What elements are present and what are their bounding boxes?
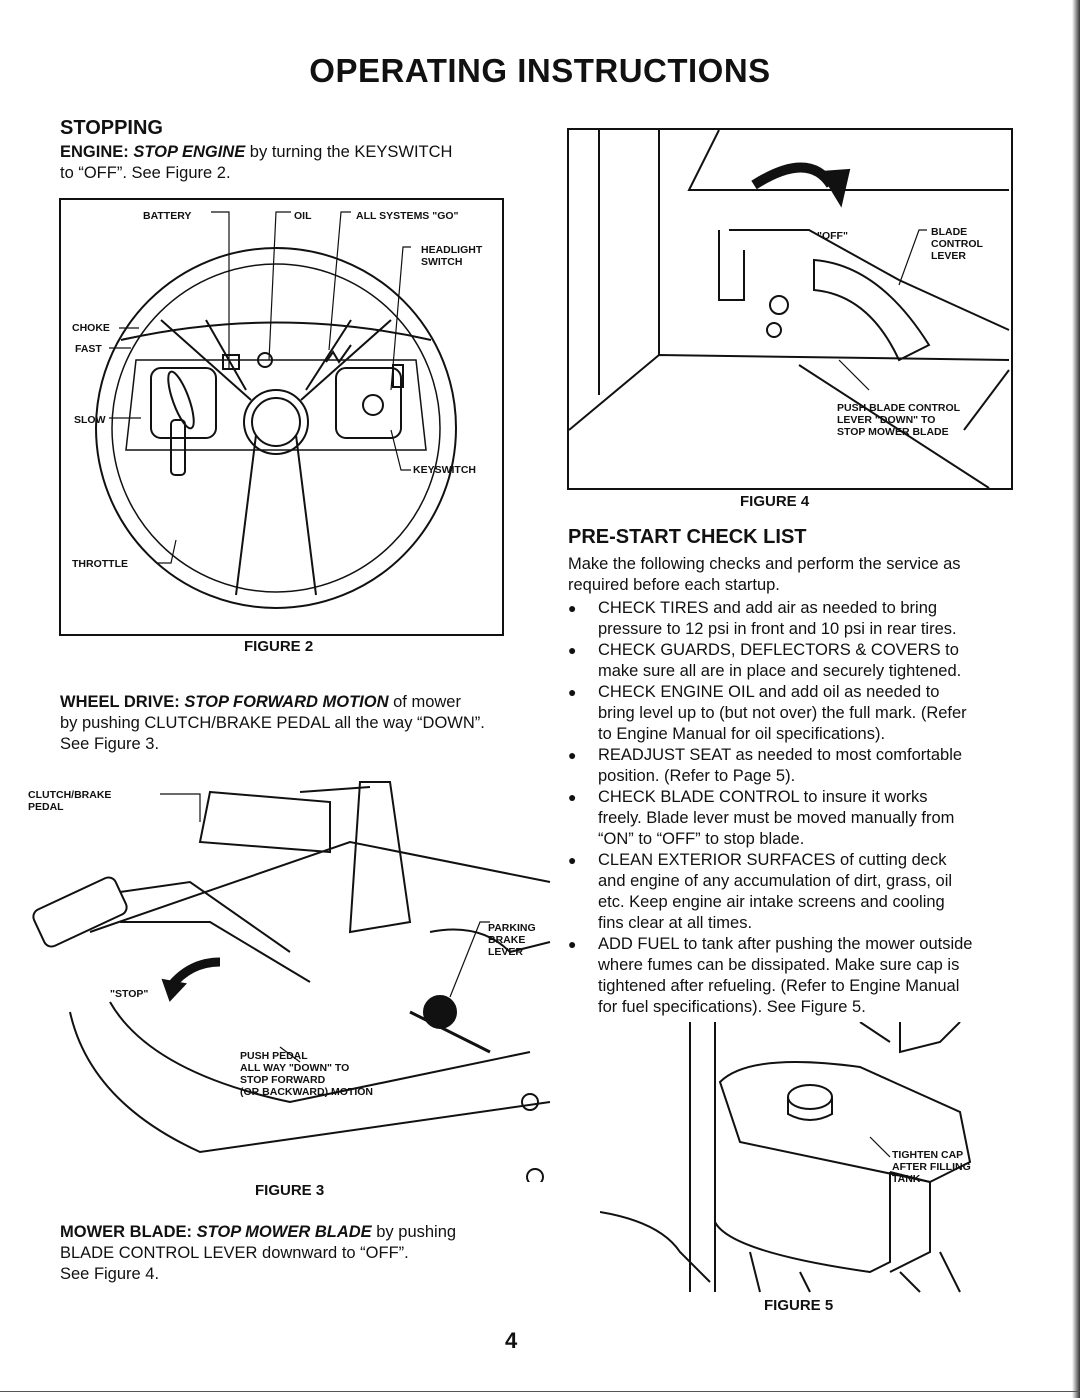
- mower-blade-text-line3: See Figure 4.: [60, 1265, 160, 1283]
- parking-brake-lever-label: PARKING BRAKE LEVER: [488, 922, 536, 958]
- steering-wheel-illustration: [95, 211, 457, 609]
- engine-text-line2: to “OFF”. See Figure 2.: [60, 164, 231, 182]
- engine-label: ENGINE:: [60, 143, 129, 161]
- headlight-label-line2: SWITCH: [421, 256, 463, 268]
- push-pedal-line2: ALL WAY "DOWN" TO: [240, 1062, 350, 1074]
- tighten-cap-line3: TANK: [892, 1173, 921, 1185]
- mower-blade-text-line1: by pushing: [371, 1223, 457, 1241]
- clutch-label-line2: PEDAL: [28, 801, 64, 813]
- wheel-drive-text-line2: by pushing CLUTCH/BRAKE PEDAL all the wa…: [60, 714, 485, 732]
- push-pedal-line1: PUSH PEDAL: [240, 1050, 308, 1062]
- figure-4-caption: FIGURE 4: [740, 493, 810, 510]
- clutch-label-line1: CLUTCH/BRAKE: [28, 789, 112, 801]
- push-blade-line2: LEVER "DOWN" TO: [837, 414, 936, 426]
- prestart-intro: Make the following checks and perform th…: [568, 554, 1008, 596]
- wheel-drive-text-line3: See Figure 3.: [60, 735, 160, 753]
- choke-label: CHOKE: [72, 322, 110, 334]
- push-blade-line3: STOP MOWER BLADE: [837, 426, 949, 438]
- mower-blade-text-line2: BLADE CONTROL LEVER downward to “OFF”.: [60, 1244, 409, 1262]
- blade-lever-line2: CONTROL: [931, 238, 983, 250]
- figure-3-illustration: CLUTCH/BRAKE PEDAL PARKING BRAKE LEVER "…: [28, 772, 560, 1182]
- prestart-intro-line2: required before each startup.: [568, 576, 780, 594]
- bullet-icon: ●: [568, 852, 577, 868]
- bullet-icon: ●: [568, 747, 577, 763]
- figure-2-frame: BATTERY OIL ALL SYSTEMS "GO" HEADLIGHT S…: [59, 198, 504, 636]
- list-item: ● CLEAN EXTERIOR SURFACES of cutting dec…: [568, 851, 953, 932]
- bottom-rule: [0, 1391, 1080, 1392]
- list-item: ● CHECK TIRES and add air as needed to b…: [568, 599, 957, 638]
- page-number: 4: [505, 1328, 518, 1353]
- list-item: ● ADD FUEL to tank after pushing the mow…: [568, 935, 973, 1016]
- headlight-switch-label: HEADLIGHT SWITCH: [421, 244, 482, 268]
- headlight-label-line1: HEADLIGHT: [421, 244, 483, 256]
- stopping-heading: STOPPING: [60, 117, 163, 139]
- bullet-icon: ●: [568, 936, 577, 952]
- figure-2-caption: FIGURE 2: [244, 638, 314, 655]
- push-pedal-label: PUSH PEDAL ALL WAY "DOWN" TO STOP FORWAR…: [240, 1050, 373, 1098]
- off-label: "OFF": [817, 230, 848, 242]
- prestart-heading: PRE-START CHECK LIST: [568, 526, 807, 548]
- tighten-cap-line1: TIGHTEN CAP: [892, 1149, 964, 1161]
- push-pedal-line4: (OR BACKWARD) MOTION: [240, 1086, 373, 1098]
- clutch-brake-pedal-label: CLUTCH/BRAKE PEDAL: [28, 789, 111, 813]
- wheel-drive-label: WHEEL DRIVE:: [60, 693, 180, 711]
- mower-blade-label: MOWER BLADE:: [60, 1223, 192, 1241]
- figure-4-frame: "OFF" BLADE CONTROL LEVER PUSH BLADE CON…: [567, 128, 1013, 490]
- engine-text-line1: by turning the KEYSWITCH: [245, 143, 453, 161]
- fast-label: FAST: [75, 343, 102, 355]
- parking-label-line2: BRAKE: [488, 934, 526, 946]
- blade-control-lever-label: BLADE CONTROL LEVER: [931, 226, 983, 262]
- push-blade-line1: PUSH BLADE CONTROL: [837, 402, 961, 414]
- mower-blade-paragraph: MOWER BLADE: STOP MOWER BLADE by pushing…: [60, 1222, 530, 1285]
- bullet-icon: ●: [568, 642, 577, 658]
- list-item: ● READJUST SEAT as needed to most comfor…: [568, 746, 963, 785]
- figure-5-illustration: TIGHTEN CAP AFTER FILLING TANK: [600, 1022, 1000, 1294]
- blade-lever-line3: LEVER: [931, 250, 967, 262]
- push-pedal-line3: STOP FORWARD: [240, 1074, 326, 1086]
- prestart-intro-line1: Make the following checks and perform th…: [568, 555, 961, 573]
- slow-label: SLOW: [74, 414, 106, 426]
- tighten-cap-line2: AFTER FILLING: [892, 1161, 971, 1173]
- bullet-icon: ●: [568, 789, 577, 805]
- engine-emphasis: STOP ENGINE: [133, 143, 246, 161]
- oil-label: OIL: [294, 210, 312, 222]
- list-item: ● CHECK BLADE CONTROL to insure it works…: [568, 788, 955, 848]
- parking-label-line1: PARKING: [488, 922, 536, 934]
- blade-control-lever-illustration: [569, 130, 1010, 488]
- wheel-drive-emphasis: STOP FORWARD MOTION: [184, 693, 389, 711]
- blade-lever-line1: BLADE: [931, 226, 968, 238]
- clutch-brake-drawing: [32, 781, 551, 1182]
- page-edge-shadow: [1072, 0, 1080, 1398]
- bullet-icon: ●: [568, 600, 577, 616]
- engine-paragraph: ENGINE: STOP ENGINE by turning the KEYSW…: [60, 142, 500, 184]
- figure-3-caption: FIGURE 3: [255, 1182, 325, 1199]
- wheel-drive-paragraph: WHEEL DRIVE: STOP FORWARD MOTION of mowe…: [60, 692, 530, 755]
- bullet-icon: ●: [568, 684, 577, 700]
- parking-label-line3: LEVER: [488, 946, 524, 958]
- wheel-drive-text-line1: of mower: [388, 693, 461, 711]
- throttle-label: THROTTLE: [72, 558, 128, 570]
- all-systems-go-label: ALL SYSTEMS "GO": [356, 210, 459, 222]
- stop-label: "STOP": [110, 988, 149, 1000]
- tighten-cap-label: TIGHTEN CAP AFTER FILLING TANK: [892, 1149, 971, 1185]
- list-item: ● CHECK GUARDS, DEFLECTORS & COVERS to m…: [568, 641, 962, 680]
- prestart-checklist: ● CHECK TIRES and add air as needed to b…: [568, 598, 1018, 1018]
- list-item: ● CHECK ENGINE OIL and add oil as needed…: [568, 683, 967, 743]
- page-title: OPERATING INSTRUCTIONS: [309, 52, 771, 89]
- keyswitch-label: KEYSWITCH: [413, 464, 476, 476]
- fuel-tank-drawing: [600, 1022, 972, 1293]
- figure-5-caption: FIGURE 5: [764, 1297, 834, 1314]
- mower-blade-emphasis: STOP MOWER BLADE: [196, 1223, 372, 1241]
- battery-label: BATTERY: [143, 210, 192, 222]
- push-blade-control-label: PUSH BLADE CONTROL LEVER "DOWN" TO STOP …: [837, 402, 960, 438]
